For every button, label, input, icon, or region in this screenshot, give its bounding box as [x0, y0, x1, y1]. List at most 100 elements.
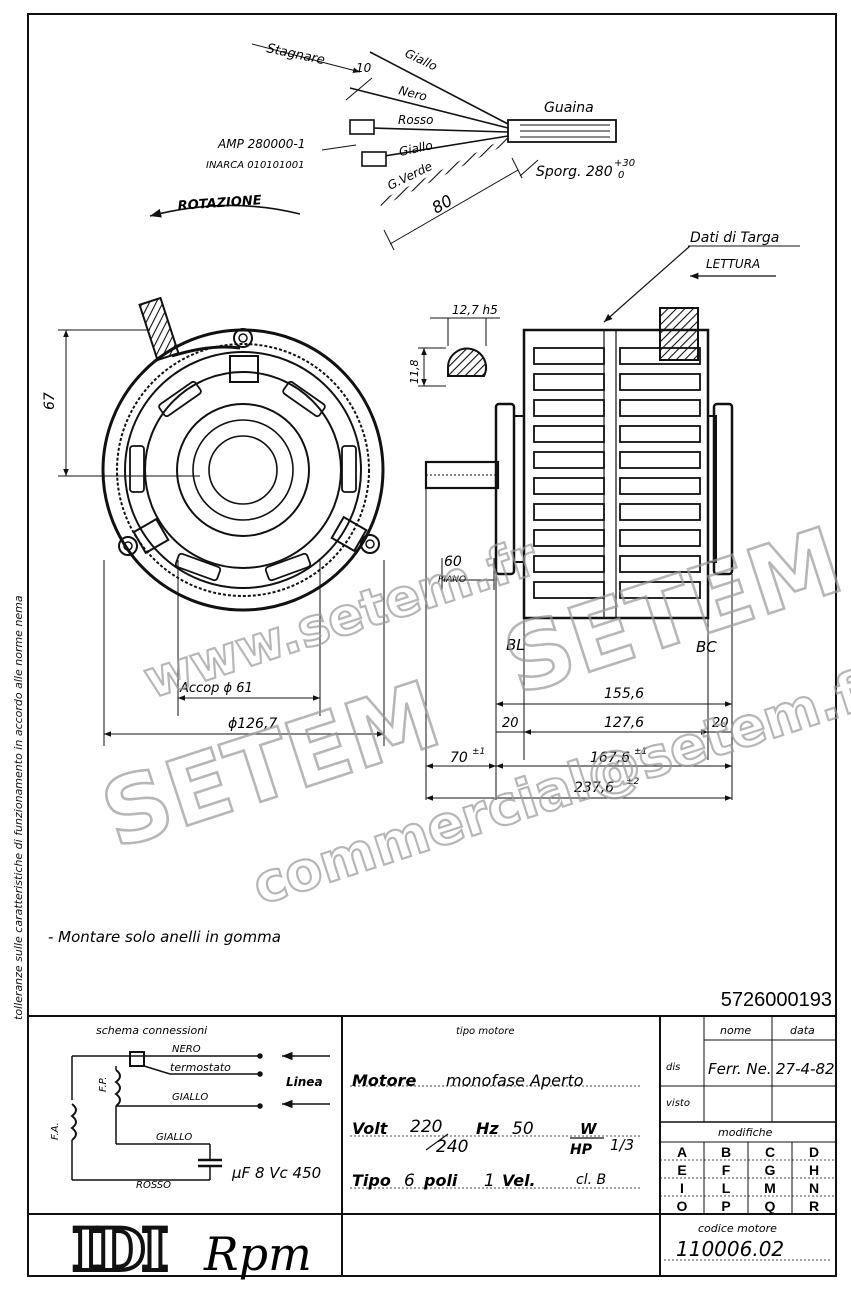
wiring-schematic	[70, 1051, 330, 1181]
schema-giallo-2: GIALLO	[156, 1132, 192, 1143]
modifiche-letter: H	[809, 1162, 819, 1178]
tipo-hz-label: Hz	[476, 1119, 499, 1138]
label-inarca: INARCA 010101001	[206, 160, 304, 171]
label-dati-targa: Dati di Targa	[690, 230, 779, 246]
shaft-section	[418, 317, 500, 387]
schema-nero: NERO	[172, 1044, 201, 1055]
side-tolerance-note: tolleranze sulle caratteristiche di funz…	[12, 595, 25, 1020]
schema-title: schema connessioni	[96, 1024, 207, 1037]
tipo-poli-label: poli	[423, 1171, 458, 1190]
dim-167-6: 167,6	[590, 750, 630, 766]
dim-127-6: 127,6	[604, 715, 644, 731]
tipo-title: tipo motore	[456, 1026, 515, 1037]
label-strip-10: 10	[356, 61, 372, 75]
label-giallo-top: Giallo	[403, 46, 440, 73]
schema-linea: Linea	[286, 1075, 323, 1089]
tipo-tipo-label: Tipo	[352, 1171, 391, 1190]
label-bc: BC	[696, 638, 717, 656]
label-rotazione: ROTAZIONE	[177, 193, 262, 214]
approval-visto: visto	[666, 1098, 690, 1109]
dim-155-6: 155,6	[604, 686, 644, 702]
tipo-motore-label: Motore	[352, 1071, 416, 1090]
tipo-class: cl. B	[576, 1172, 606, 1188]
modifiche-letter: D	[809, 1144, 819, 1160]
label-amp: AMP 280000-1	[217, 137, 305, 151]
schema-giallo-1: GIALLO	[172, 1092, 208, 1103]
label-giallo-mid: Giallo	[398, 138, 434, 159]
title-block	[28, 1015, 836, 1276]
assembly-note: - Montare solo anelli in gomma	[48, 928, 281, 946]
modifiche-letter: B	[721, 1144, 731, 1160]
schema-termostato: termostato	[170, 1061, 231, 1074]
modifiche-letter: I	[680, 1180, 684, 1196]
modifiche-letter: E	[677, 1162, 686, 1178]
tipo-w-label: W	[580, 1120, 598, 1138]
label-sporg-tol-top: +30	[614, 158, 635, 169]
tipo-volt-bottom: 240	[436, 1137, 468, 1157]
label-rosso: Rosso	[398, 113, 434, 127]
dim-shaft-flat: 11,8	[408, 360, 421, 385]
dim-70: 70	[450, 750, 468, 766]
dim-phi-126-7: ϕ126,7	[228, 716, 277, 732]
logo-name: Rpm	[203, 1227, 312, 1281]
dim-237-6-tol: ±2	[626, 777, 640, 787]
modifiche-letter: C	[765, 1144, 775, 1160]
tipo-vel-value: 1	[484, 1171, 495, 1191]
dim-237-6: 237,6	[574, 780, 614, 796]
company-logo: IDI Rpm	[70, 1214, 312, 1286]
modifiche-letter: F	[722, 1162, 731, 1178]
schema-capacitor: µF 8 Vc 450	[231, 1164, 321, 1182]
approval-dis: dis	[666, 1062, 680, 1073]
logo-brand: IDI	[72, 1216, 166, 1284]
label-sporg-tol-bot: 0	[618, 170, 624, 181]
codice-value: 110006.02	[676, 1237, 784, 1261]
label-stagnare: Stagnare	[265, 41, 326, 68]
dim-20-left: 20	[502, 716, 519, 731]
modifiche-letter: P	[721, 1198, 730, 1214]
label-guaina: Guaina	[544, 100, 594, 116]
schema-fp: F.P.	[98, 1077, 109, 1092]
front-view	[58, 296, 385, 746]
approval-nome: nome	[720, 1024, 751, 1037]
modifiche-letter: M	[764, 1180, 776, 1196]
tipo-hp-label: HP	[570, 1142, 593, 1158]
modifiche-letter: L	[722, 1180, 731, 1196]
tipo-vel-label: Vel.	[502, 1171, 536, 1190]
modifiche-letter: A	[677, 1144, 687, 1160]
modifiche-letter: N	[809, 1180, 819, 1196]
tipo-poli-value: 6	[404, 1171, 415, 1191]
dim-60: 60	[444, 554, 462, 570]
dim-20-right: 20	[712, 716, 729, 731]
approval-date: 27-4-82	[776, 1060, 835, 1078]
label-length-80: 80	[429, 191, 456, 218]
tipo-motore-value: monofase Aperto	[446, 1071, 584, 1090]
label-bl: BL	[506, 636, 525, 654]
dim-70-tol: ±1	[472, 747, 485, 757]
label-piano: PIANO	[438, 575, 466, 585]
tipo-hp-value: 1/3	[610, 1136, 634, 1154]
watermark-url: www.setem.fr	[137, 527, 545, 711]
approval-data: data	[790, 1024, 815, 1037]
dim-167-6-tol: ±1	[634, 747, 647, 757]
tipo-volt-label: Volt	[352, 1119, 389, 1138]
modifiche-title: modifiche	[718, 1126, 773, 1139]
label-nero: Nero	[397, 83, 428, 104]
tipo-volt-top: 220	[410, 1117, 442, 1137]
label-lettura: LETTURA	[706, 257, 760, 271]
dim-accop-61: Accop ϕ 61	[179, 681, 253, 696]
codice-title: codice motore	[698, 1222, 777, 1235]
modifiche-letter: G	[765, 1162, 776, 1178]
label-sporg: Sporg. 280	[536, 164, 613, 180]
schema-fa: F.A.	[50, 1122, 61, 1140]
drawing-number: 5726000193	[721, 989, 832, 1011]
approval-signature: Ferr. Ne.	[708, 1060, 772, 1078]
modifiche-letter: R	[809, 1198, 819, 1214]
schema-rosso: ROSSO	[136, 1180, 171, 1191]
modifiche-letter: O	[677, 1198, 688, 1214]
tipo-hz-value: 50	[512, 1119, 534, 1139]
dim-67: 67	[42, 392, 58, 410]
dim-shaft-diameter: 12,7 h5	[452, 303, 498, 317]
side-view	[424, 307, 734, 801]
